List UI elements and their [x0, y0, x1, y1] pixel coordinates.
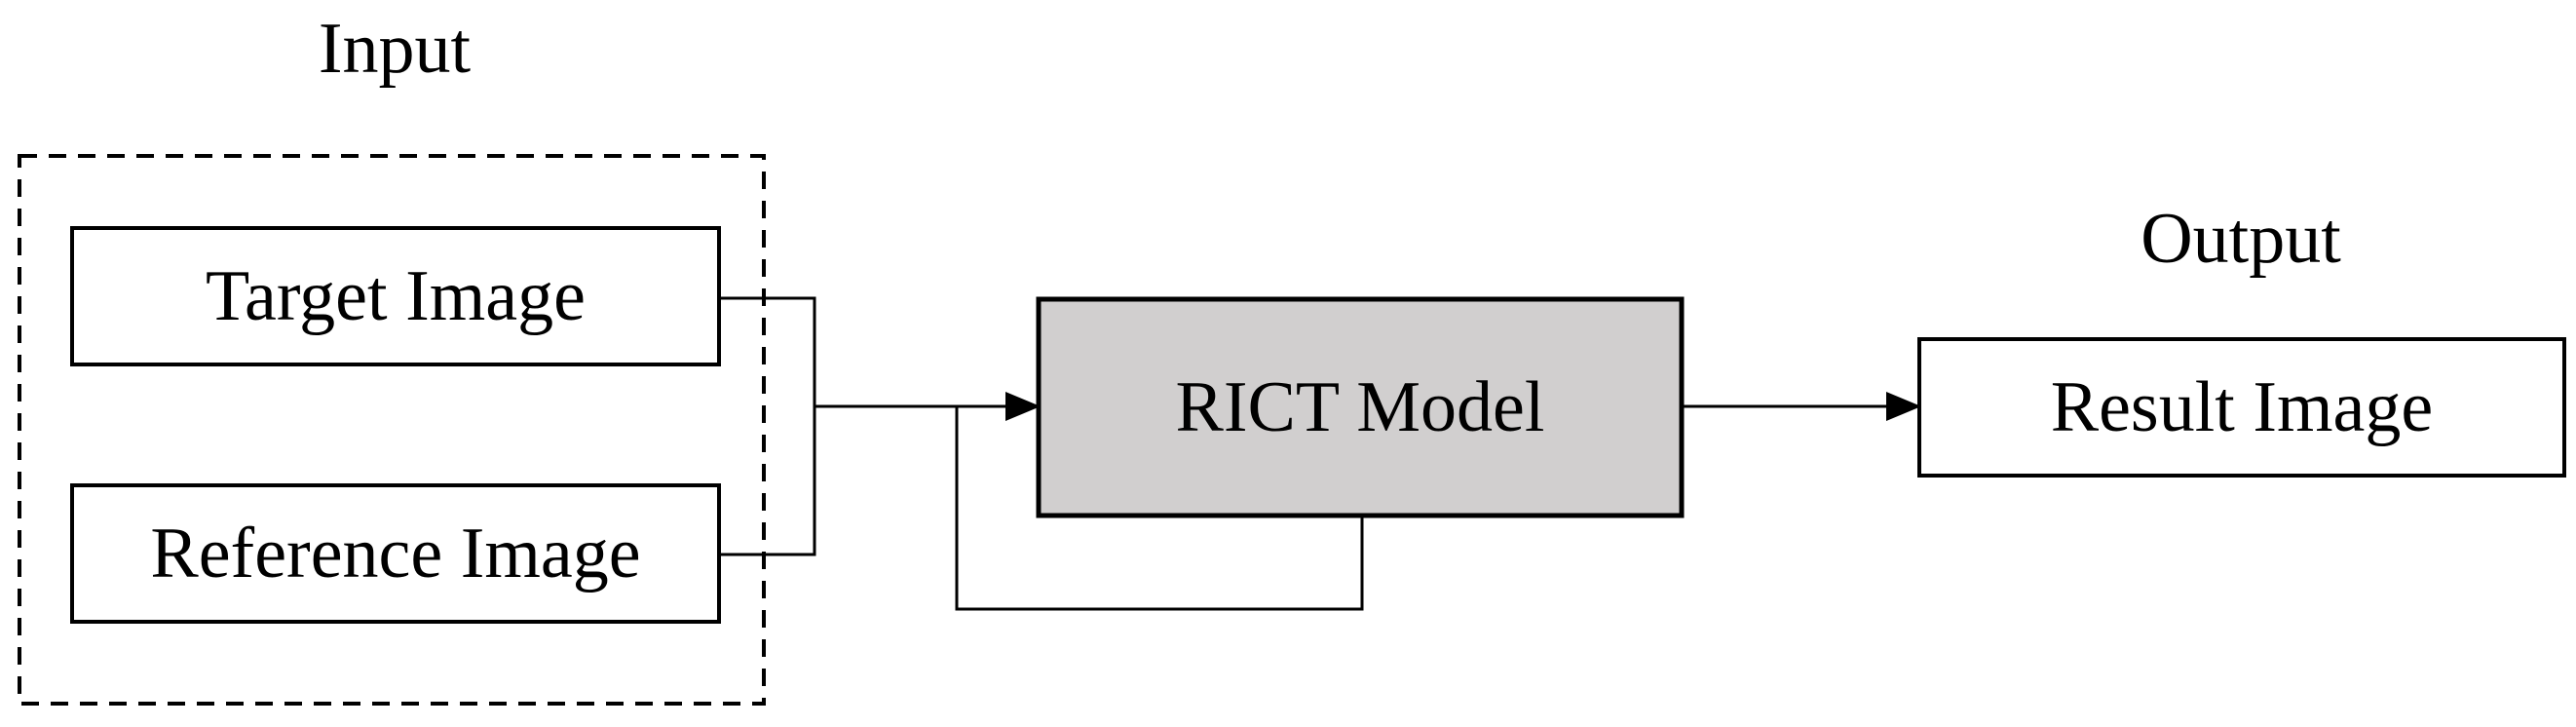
input-group-box: [18, 154, 766, 706]
rict-model-label: RICT Model: [1175, 367, 1545, 447]
result-image-box: [1917, 337, 2566, 478]
target-connector: [719, 296, 816, 406]
rict-model-box: [1036, 296, 1685, 518]
feedback-loop: [955, 406, 1364, 611]
input-title: Input: [318, 9, 472, 89]
result-image-label: Result Image: [2050, 367, 2434, 447]
target-image-label: Target Image: [206, 256, 586, 336]
reference-image-box: [70, 483, 721, 624]
reference-connector: [719, 406, 816, 556]
reference-image-label: Reference Image: [150, 514, 641, 593]
output-title: Output: [2140, 199, 2341, 279]
target-image-box: [70, 226, 721, 366]
